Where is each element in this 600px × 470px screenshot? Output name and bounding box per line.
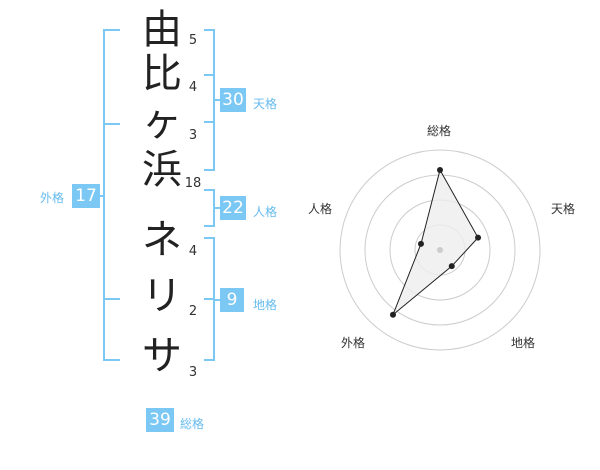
gaikaku-value: 17 (72, 184, 100, 208)
stroke-count-3: 3 (188, 128, 198, 143)
gaikaku-label: 外格 (40, 191, 65, 205)
name-char-7: サ (142, 333, 182, 379)
radar-point-4 (389, 311, 396, 318)
name-char-5: ネ (142, 217, 182, 263)
tenkaku-label: 天格 (253, 97, 278, 111)
name-char-2: 比 (142, 51, 182, 97)
chikaku-label: 地格 (253, 298, 278, 312)
soukaku-value: 39 (146, 408, 174, 432)
name-char-1: 由 (142, 7, 182, 53)
radar-point-5 (417, 240, 424, 247)
radar-point-1 (437, 167, 443, 173)
jinkaku-label: 人格 (253, 205, 278, 219)
stroke-count-1: 5 (188, 33, 198, 48)
chikaku-value: 9 (220, 288, 244, 312)
stroke-count-7: 3 (188, 365, 198, 380)
radar-label-jinkaku: 人格 (308, 202, 333, 216)
radar-label-soukaku: 総格 (427, 124, 452, 138)
radar-point-2 (475, 234, 482, 241)
stroke-count-5: 4 (188, 244, 198, 259)
radar-label-tenkaku: 天格 (551, 202, 576, 216)
radar-center-dot (437, 247, 443, 253)
tenkaku-value: 30 (220, 88, 246, 112)
jinkaku-value: 22 (220, 196, 246, 220)
radar-point-3 (448, 263, 455, 270)
radar-series-polygon (392, 168, 479, 316)
radar-grid-ring (339, 149, 541, 351)
radar-label-chikaku: 地格 (511, 336, 536, 350)
stroke-count-4: 18 (184, 176, 202, 191)
stroke-count-6: 2 (188, 304, 198, 319)
stroke-count-2: 4 (188, 80, 198, 95)
name-char-4: 浜 (142, 147, 182, 193)
name-char-3: ヶ (142, 99, 182, 145)
radar-label-gaikaku: 外格 (341, 336, 366, 350)
soukaku-label: 総格 (180, 417, 205, 431)
name-char-6: リ (142, 273, 182, 319)
